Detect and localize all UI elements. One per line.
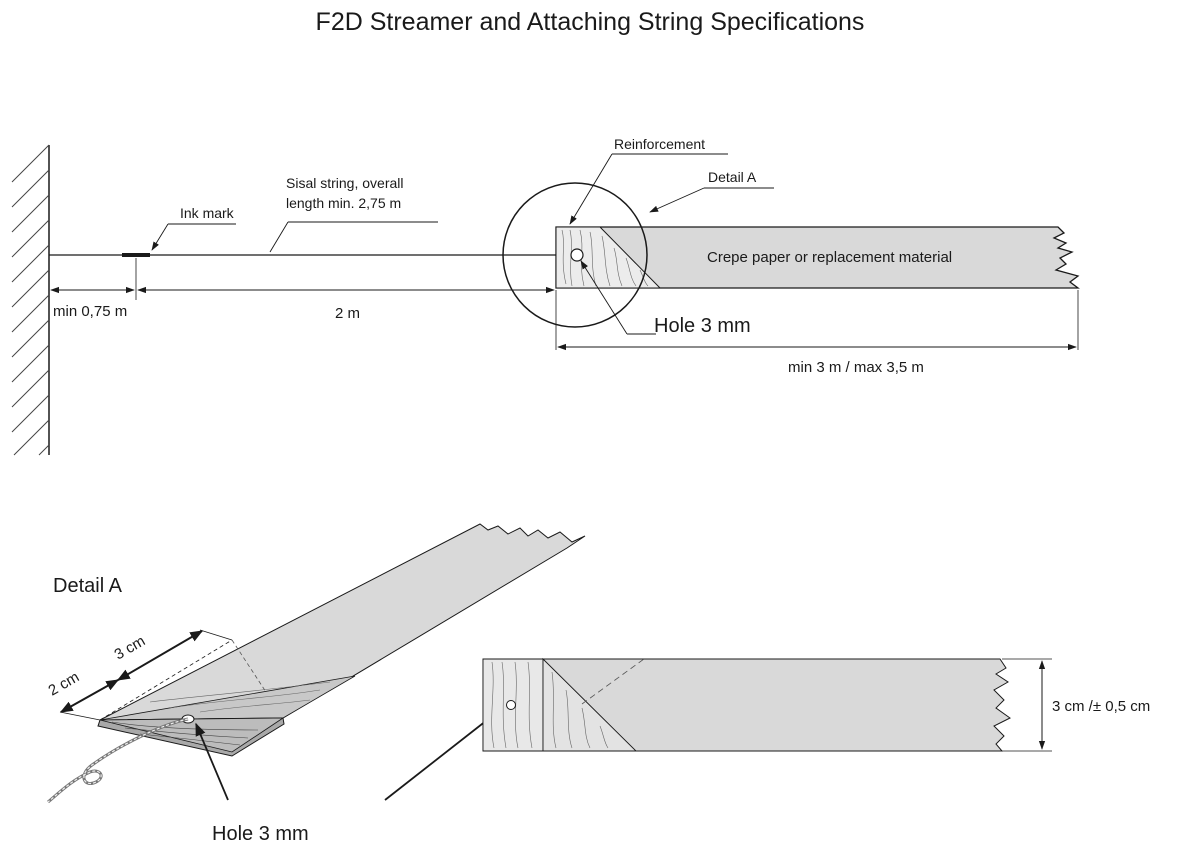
streamer-paper	[555, 226, 1080, 289]
reinforcement-label: Reinforcement	[614, 136, 705, 152]
dim-length-label: min 3 m / max 3,5 m	[788, 359, 924, 376]
detail-callout-label: Detail A	[708, 169, 757, 185]
iso-paper-strip	[99, 523, 586, 721]
string-label-line1: Sisal string, overall	[286, 175, 404, 191]
flat-width-label: 3 cm /± 0,5 cm	[1052, 698, 1150, 715]
iso-dim-3cm-label: 3 cm	[112, 632, 149, 663]
flat-hole	[506, 700, 516, 710]
detail-title: Detail A	[53, 575, 123, 597]
top-view: Ink mark Sisal string, overall length mi…	[11, 136, 1080, 456]
dim-min-075-label: min 0,75 m	[53, 303, 127, 320]
ink-mark-label: Ink mark	[180, 205, 235, 221]
hole	[570, 248, 584, 262]
detail-a-isometric: Detail A 3 cm 2 cm	[46, 523, 586, 845]
iso-grain	[149, 681, 331, 713]
iso-dim-3cm	[116, 630, 204, 681]
iso-dim-2cm-label: 2 cm	[46, 668, 83, 699]
iso-dim-2cm	[59, 679, 120, 713]
detail-a-flat: 3 cm /± 0,5 cm	[482, 657, 1150, 752]
string-label-line2: length min. 2,75 m	[286, 195, 401, 211]
wall-hatching	[11, 144, 50, 456]
page-title: F2D Streamer and Attaching String Specif…	[316, 8, 865, 36]
ink-mark	[122, 253, 150, 257]
hole-label-detail: Hole 3 mm	[212, 823, 309, 845]
dim-2m-label: 2 m	[335, 305, 360, 322]
detail-a-circle	[502, 182, 648, 328]
flat-paper	[482, 658, 1011, 752]
hole-label-top: Hole 3 mm	[654, 315, 751, 337]
reinforcement-grain	[561, 229, 649, 287]
crepe-label: Crepe paper or replacement material	[707, 249, 952, 266]
